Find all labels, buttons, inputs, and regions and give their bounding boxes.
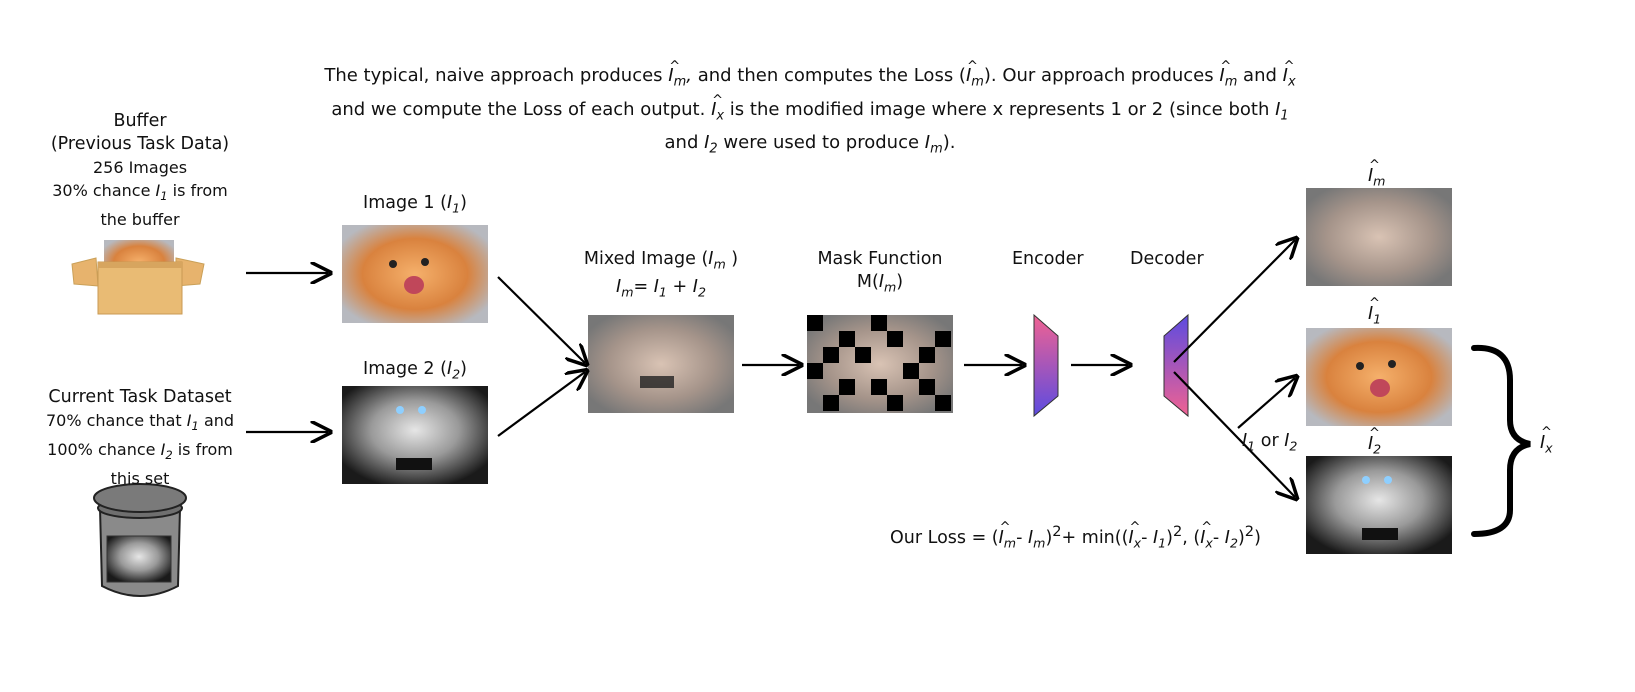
buffer-title: Buffer [113,111,167,131]
mixed-image [588,315,734,413]
output-im-label: ^Im [1368,158,1386,189]
masked-image [807,315,953,413]
buffer-count: 256 Images [92,158,188,177]
loss-formula: Our Loss = (^Im- Im)2+ min((^Ix- I1)2, (… [890,519,1261,551]
output-im-hat [1306,188,1452,286]
current-title: Current Task Dataset [48,387,232,407]
encoder-label: Encoder [1012,249,1084,269]
caption-line-3: and I2 were used to produce Im). [664,132,956,157]
mixed-image-label: Mixed Image (Im ) Im= I1 + I2 [583,249,739,299]
branch-label: I1 or I2 [1242,431,1298,454]
current-dataset-block: Current Task Dataset 70% chance that I1 … [30,386,250,490]
buffer-chance: 30% chance I1 is from [52,181,228,204]
image-1-label: Image 1 (I1) [363,193,467,216]
caption-line-1: The typical, naive approach produces ^Im… [324,59,1296,90]
decoder-shape [1163,313,1189,418]
arrows [246,240,1295,497]
mask-function-label: Mask Function M(Im) [817,249,943,295]
output-i2-hat [1306,456,1452,554]
output-i2-label: ^I2 [1368,426,1382,457]
buffer-subtitle: (Previous Task Data) [50,134,230,154]
decoder-label: Decoder [1130,249,1204,269]
output-i1-hat [1306,328,1452,426]
buffer-block: Buffer (Previous Task Data) 256 Images 3… [30,110,250,231]
output-ix-label: ^Ix [1540,425,1553,456]
buffer-box-icon [71,240,205,315]
output-i1-label: ^I1 [1368,296,1382,327]
image-2-label: Image 2 (I2) [363,359,467,382]
caption-line-2: and we compute the Loss of each output. … [331,92,1289,124]
encoder-shape [1033,313,1059,418]
caption: The typical, naive approach produces ^Im… [300,59,1320,163]
curly-brace [1471,344,1531,537]
dataset-jar-icon [93,483,187,597]
image-2-robot [342,386,488,484]
i-m-hat: ^Im, [668,59,692,90]
image-1-dog [342,225,488,323]
